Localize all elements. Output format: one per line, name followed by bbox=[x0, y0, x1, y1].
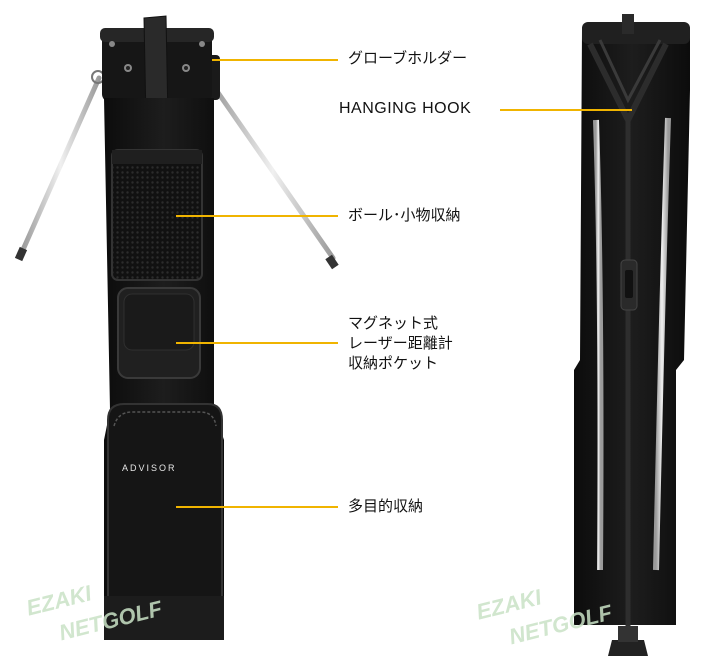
leader-glove-holder bbox=[212, 59, 338, 61]
left-stand-leg bbox=[19, 75, 102, 255]
bag-logo: ADVISOR bbox=[122, 463, 177, 473]
back-right-leg bbox=[653, 117, 671, 571]
leader-multi-pocket bbox=[176, 506, 338, 508]
leader-ball-pocket bbox=[176, 215, 338, 217]
callout-multi-pocket: 多目的収納 bbox=[348, 497, 424, 515]
leader-magnet-pocket bbox=[176, 342, 338, 344]
callout-magnet-pocket: マグネット式 レーザー距離計 収納ポケット bbox=[348, 313, 453, 373]
callout-magnet-line3: 収納ポケット bbox=[348, 354, 439, 372]
callout-hanging-hook: HANGING HOOK bbox=[339, 100, 472, 117]
right-stand-leg bbox=[209, 81, 336, 261]
front-bag bbox=[14, 15, 339, 640]
back-left-leg bbox=[593, 119, 604, 571]
callout-magnet-line2: レーザー距離計 bbox=[348, 334, 453, 352]
leader-hanging-hook bbox=[500, 109, 632, 111]
callout-magnet-line1: マグネット式 bbox=[348, 314, 439, 332]
callout-glove-holder: グローブホルダー bbox=[348, 49, 468, 67]
back-bag bbox=[574, 14, 690, 656]
callout-ball-pocket: ボール･小物収納 bbox=[348, 206, 461, 224]
multi-purpose-pocket bbox=[107, 403, 223, 631]
